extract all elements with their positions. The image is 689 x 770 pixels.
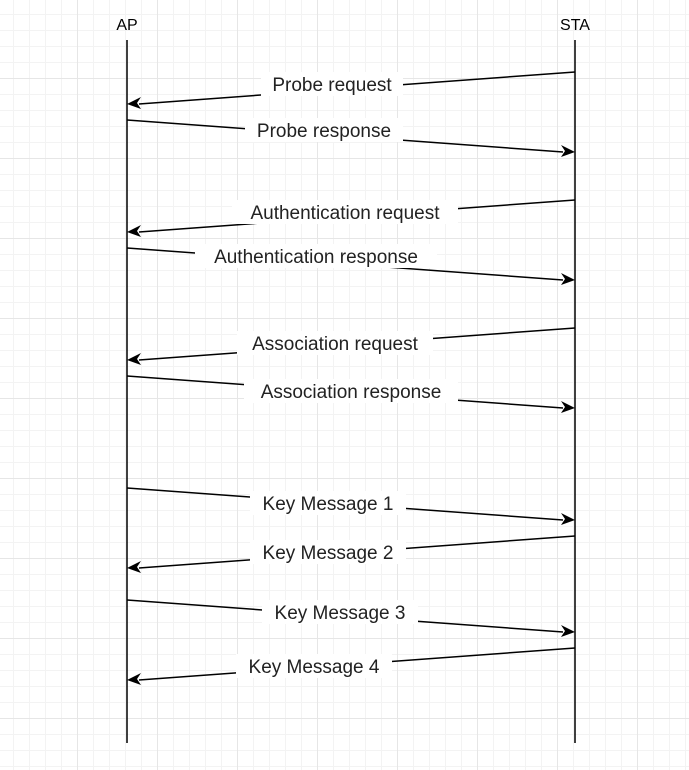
message-label: Probe request — [272, 75, 392, 96]
message-label: Key Message 4 — [249, 657, 380, 678]
message-label: Key Message 3 — [275, 603, 406, 624]
message-label-background — [261, 72, 403, 96]
message-label-background — [245, 118, 403, 142]
message-label-background — [262, 600, 418, 624]
arrowhead-icon — [561, 144, 575, 157]
message-label: Key Message 1 — [263, 494, 394, 515]
arrowhead-icon — [127, 672, 141, 685]
arrowhead-icon — [127, 96, 141, 109]
arrowhead-icon — [127, 224, 141, 237]
message-label-background — [250, 491, 406, 515]
message-arrow-10: Key Message 4 — [127, 647, 576, 685]
message-arrow-1: Probe request — [127, 71, 576, 109]
message-label: Probe response — [257, 121, 391, 142]
message-label-background — [232, 200, 458, 224]
participant-label-sta: STA — [560, 17, 590, 34]
message-label-background — [244, 379, 458, 403]
arrowhead-icon — [561, 624, 575, 637]
message-label: Authentication request — [250, 203, 440, 224]
participant-sta: STA — [560, 17, 590, 743]
message-arrow-5: Association request — [127, 327, 576, 365]
message-arrow-6: Association response — [126, 375, 575, 413]
message-label-background — [236, 654, 392, 678]
arrowhead-icon — [561, 272, 575, 285]
message-label: Authentication response — [214, 247, 418, 268]
message-label: Association response — [261, 382, 442, 403]
message-arrow-2: Probe response — [126, 118, 575, 157]
message-arrow-4: Authentication response — [126, 244, 575, 285]
message-label-background — [195, 244, 437, 268]
message-label-background — [250, 540, 406, 564]
message-label: Key Message 2 — [263, 543, 394, 564]
arrowhead-icon — [127, 560, 141, 573]
message-arrow-3: Authentication request — [127, 199, 576, 237]
participant-ap: AP — [116, 17, 138, 743]
arrowhead-icon — [561, 512, 575, 525]
participant-label-ap: AP — [116, 17, 137, 34]
arrowhead-icon — [127, 352, 141, 365]
arrowhead-icon — [561, 400, 575, 413]
message-label-background — [237, 331, 433, 355]
message-label: Association request — [252, 334, 419, 355]
message-arrow-9: Key Message 3 — [126, 599, 575, 637]
message-arrow-7: Key Message 1 — [126, 487, 575, 525]
message-arrow-8: Key Message 2 — [127, 535, 576, 573]
